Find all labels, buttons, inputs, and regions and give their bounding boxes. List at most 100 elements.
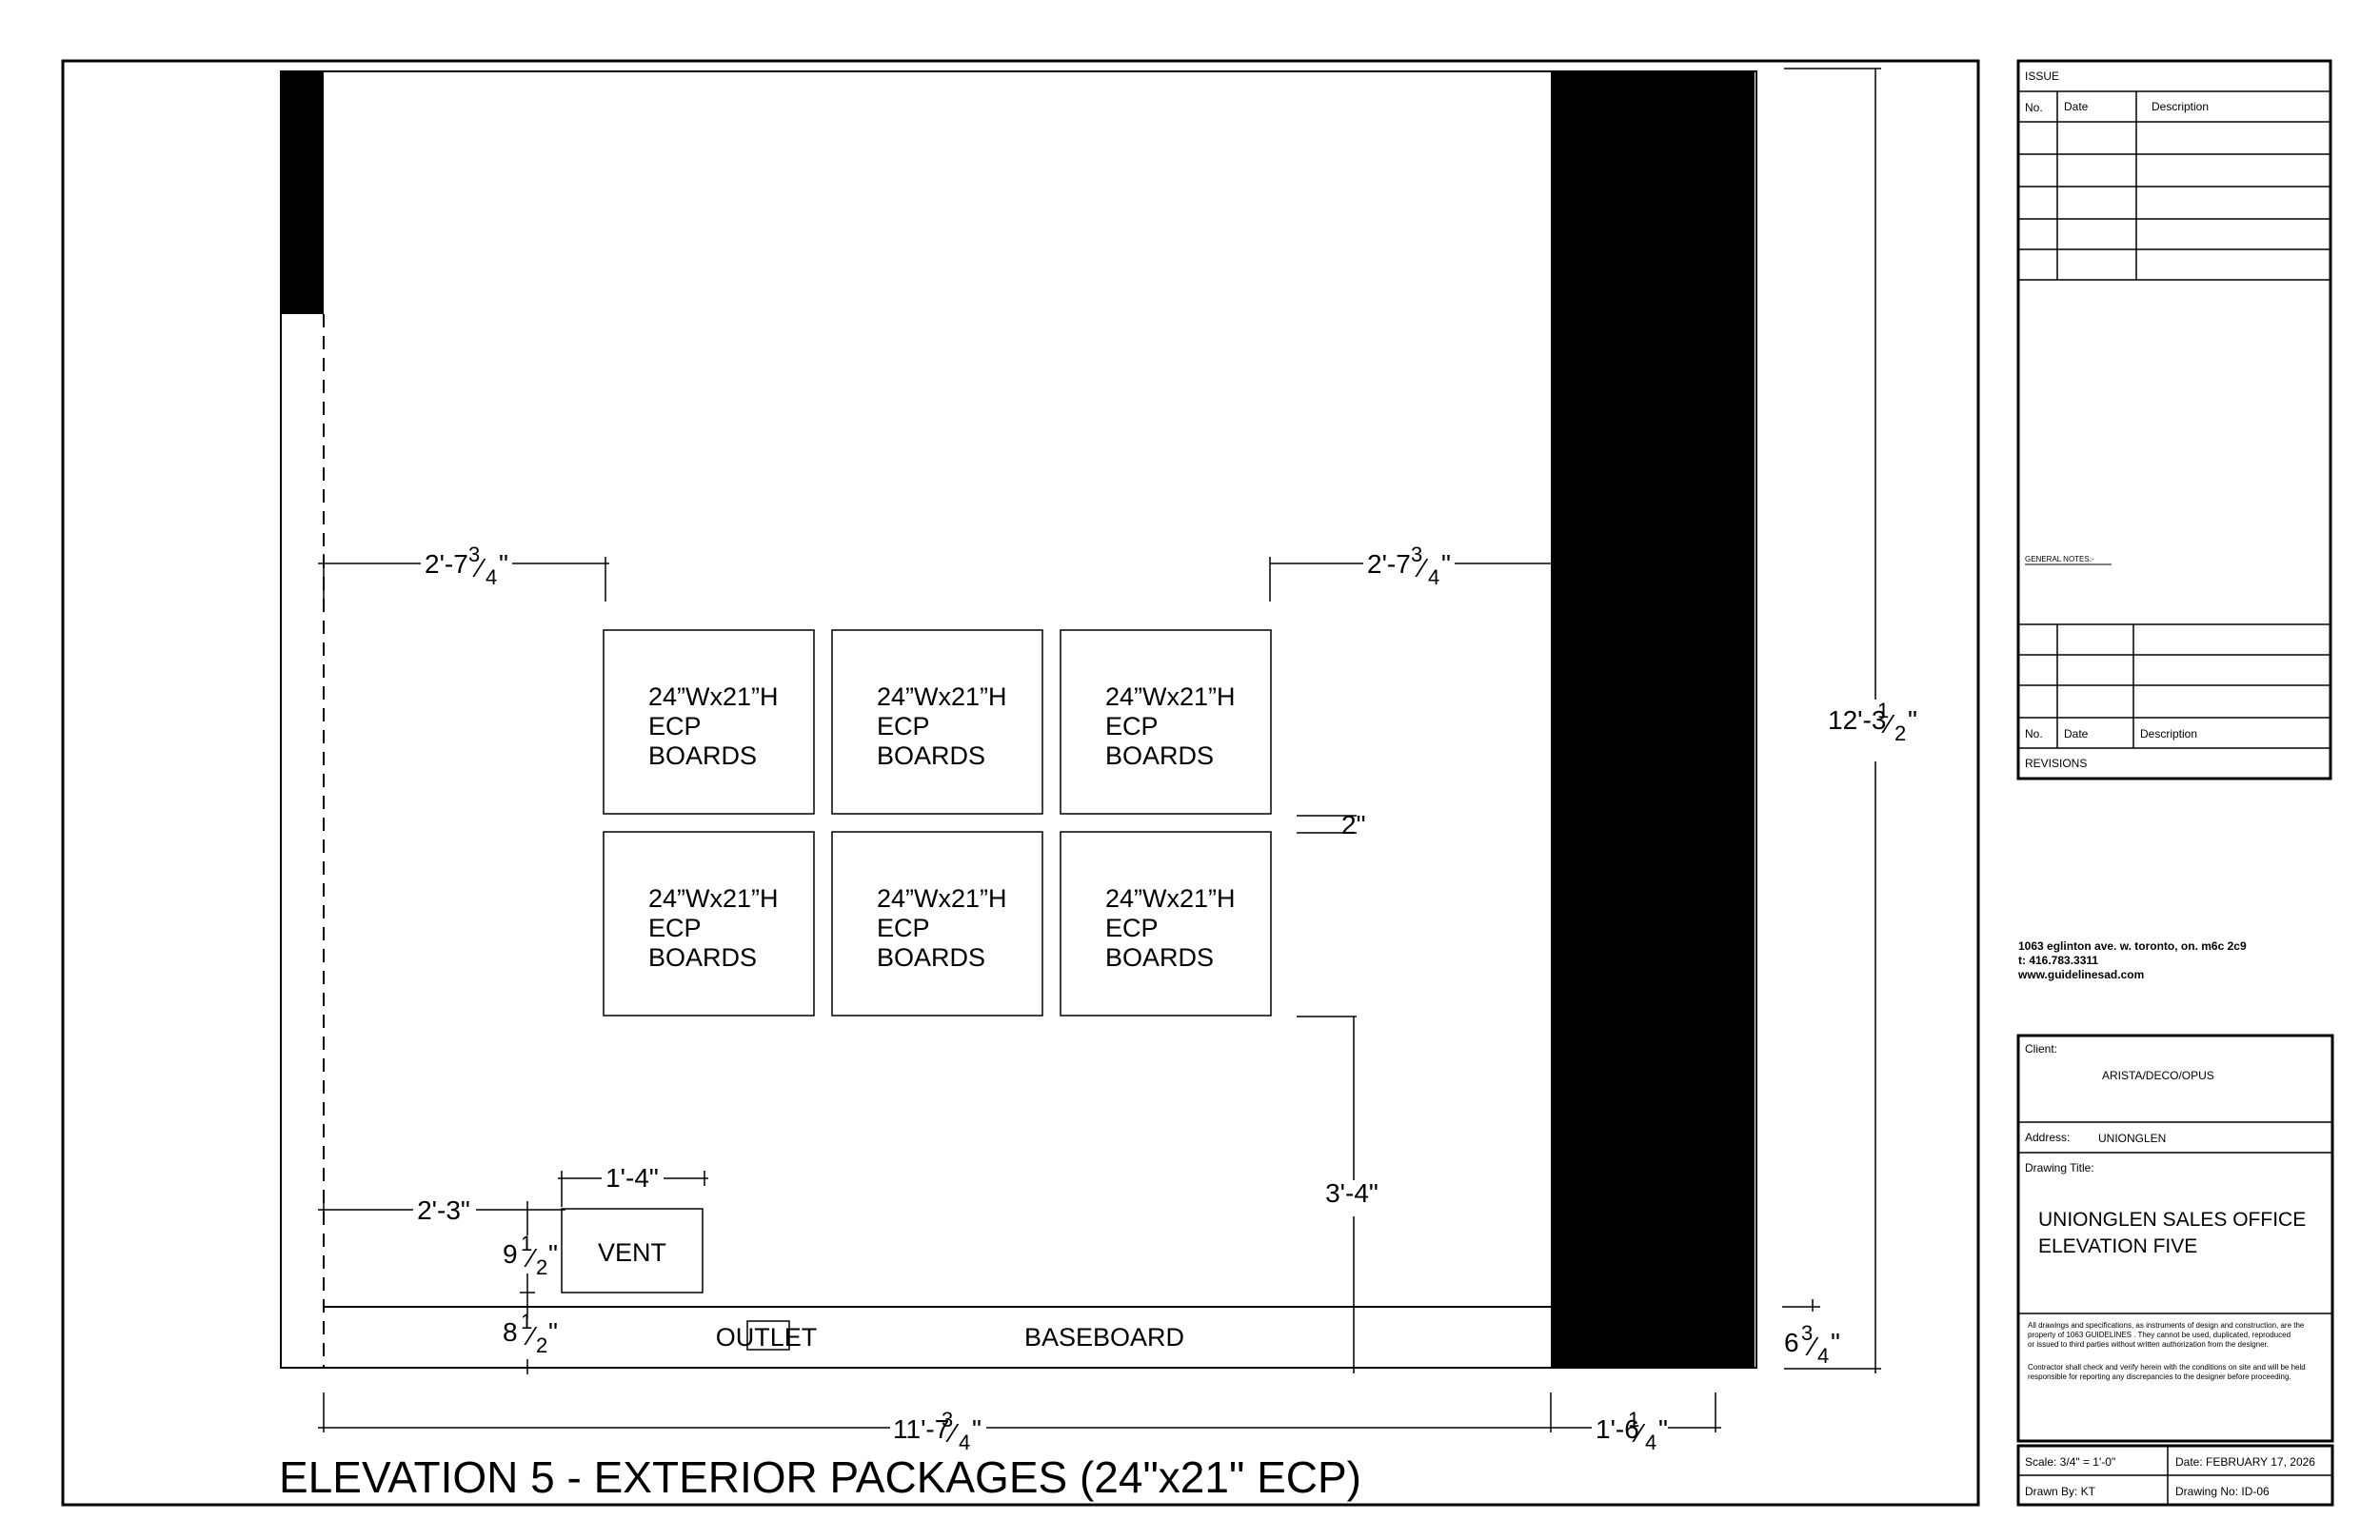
- scale-grid: [2018, 1446, 2332, 1505]
- dim-total-height-num: 1: [1877, 699, 1889, 722]
- disclaimer-line-3: or issued to third parties without writt…: [2028, 1340, 2269, 1349]
- date-value: Date: FEBRUARY 17, 2026: [2175, 1455, 2315, 1469]
- drawing-title-line-1: UNIONGLEN SALES OFFICE: [2038, 1209, 2306, 1231]
- dim-vent-offset: 2'-3": [417, 1195, 470, 1225]
- ecp-board-2: [831, 629, 1043, 815]
- revision-col-no: No.: [2025, 727, 2043, 740]
- dim-column-width-den: 4: [1645, 1431, 1656, 1454]
- board-2-size: 24”Wx21”H: [877, 682, 1007, 711]
- board-1-size: 24”Wx21”H: [648, 682, 779, 711]
- right-column: [1551, 71, 1755, 1368]
- vent-box: [561, 1208, 704, 1293]
- dim-total-width-num: 3: [942, 1408, 953, 1431]
- address-label: Address:: [2025, 1131, 2070, 1144]
- address-value: UNIONGLEN: [2098, 1132, 2166, 1145]
- board-3-type: ECP: [1105, 712, 1159, 740]
- dim-left-offset: 2'-7: [425, 549, 468, 579]
- ecp-board-5: [831, 831, 1043, 1017]
- dim-column-width-num: 1: [1628, 1408, 1639, 1431]
- office-address: 1063 eglinton ave. w. toronto, on. m6c 2…: [2018, 939, 2247, 953]
- board-2-type: ECP: [877, 712, 930, 740]
- disclaimer-line-4: Contractor shall check and verify herein…: [2028, 1363, 2306, 1372]
- issue-col-date: Date: [2064, 100, 2089, 113]
- dimension-lines: [318, 68, 1881, 1432]
- project-grid: [2018, 1121, 2332, 1314]
- dim-height-from-floor: 3'-4": [1325, 1178, 1378, 1208]
- dim-total-width-den: 4: [959, 1431, 970, 1454]
- ecp-board-3: [1060, 629, 1272, 815]
- project-panel: [2016, 1034, 2334, 1443]
- baseboard-label: BASEBOARD: [1024, 1323, 1184, 1352]
- dim-column-base-num: 3: [1801, 1321, 1813, 1345]
- dim-vent-height-den: 2: [536, 1255, 547, 1279]
- dim-total-width: 11'-7: [893, 1414, 949, 1444]
- client-value: ARISTA/DECO/OPUS: [2102, 1069, 2214, 1082]
- issue-panel: [2016, 59, 2332, 780]
- drawn-by-value: Drawn By: KT: [2025, 1485, 2096, 1498]
- revision-col-description: Description: [2140, 727, 2197, 740]
- board-4-size: 24”Wx21”H: [648, 884, 779, 913]
- dim-column-base-inch: ": [1831, 1328, 1840, 1357]
- board-3-kind: BOARDS: [1105, 741, 1214, 770]
- dim-total-height-inch: ": [1908, 705, 1917, 735]
- board-3-size: 24”Wx21”H: [1105, 682, 1236, 711]
- dim-baseboard-height-inch: ": [548, 1317, 558, 1347]
- dim-column-base-den: 4: [1817, 1344, 1829, 1368]
- dim-column-width: 1'-6: [1596, 1414, 1639, 1444]
- dim-right-offset-inch: ": [1441, 549, 1451, 579]
- dim-left-offset-inch: ": [499, 549, 508, 579]
- office-phone: t: 416.783.3311: [2018, 954, 2098, 967]
- revision-col-date: Date: [2064, 727, 2089, 740]
- dim-baseboard-height-num: 1: [521, 1310, 532, 1333]
- general-notes-label: GENERAL NOTES:-: [2025, 555, 2094, 563]
- scale-value: Scale: 3/4" = 1'-0": [2025, 1455, 2115, 1469]
- board-2-kind: BOARDS: [877, 741, 985, 770]
- dim-column-base: 6: [1784, 1328, 1799, 1357]
- dim-column-width-inch: ": [1658, 1414, 1668, 1444]
- ecp-board-6: [1060, 831, 1272, 1017]
- drawing-title: ELEVATION 5 - EXTERIOR PACKAGES (24"x21"…: [279, 1452, 1361, 1502]
- wall-outline: [280, 70, 1757, 1369]
- dim-total-height-den: 2: [1894, 721, 1906, 745]
- dim-total-height: 12'-3: [1828, 705, 1886, 735]
- dim-left-offset-den: 4: [486, 565, 497, 589]
- ecp-board-grid: 24”Wx21”H ECP BOARDS 24”Wx21”H ECP BOARD…: [603, 629, 1272, 1017]
- dim-right-offset: 2'-7: [1367, 549, 1411, 579]
- dim-vent-height-num: 1: [521, 1232, 532, 1255]
- drawing-title-label: Drawing Title:: [2025, 1161, 2094, 1175]
- board-1-type: ECP: [648, 712, 702, 740]
- revisions-label: REVISIONS: [2025, 757, 2087, 770]
- left-column: [281, 71, 324, 314]
- issue-header: ISSUE: [2025, 69, 2059, 83]
- dim-left-offset-num: 3: [468, 543, 480, 566]
- board-1-kind: BOARDS: [648, 741, 757, 770]
- board-5-size: 24”Wx21”H: [877, 884, 1007, 913]
- disclaimer-line-1: All drawings and specifications, as inst…: [2028, 1321, 2305, 1330]
- vent-label: VENT: [598, 1238, 666, 1267]
- disclaimer-line-2: property of 1063 GUIDELINES . They canno…: [2028, 1331, 2291, 1339]
- office-website: www.guidelinesad.com: [2017, 968, 2144, 981]
- dim-baseboard-height: 8: [503, 1317, 518, 1347]
- drawing-title-line-2: ELEVATION FIVE: [2038, 1235, 2197, 1257]
- dim-vent-height-inch: ": [548, 1239, 558, 1269]
- issue-col-description: Description: [2152, 100, 2209, 113]
- board-6-size: 24”Wx21”H: [1105, 884, 1236, 913]
- board-4-kind: BOARDS: [648, 943, 757, 972]
- board-5-kind: BOARDS: [877, 943, 985, 972]
- dim-vent-height: 9: [503, 1239, 518, 1269]
- issue-col-no: No.: [2025, 101, 2043, 114]
- outlet-symbol: [746, 1320, 790, 1351]
- dim-board-gap: 2": [1341, 810, 1366, 839]
- issue-grid: [2018, 90, 2330, 749]
- board-4-type: ECP: [648, 914, 702, 942]
- dim-total-width-inch: ": [972, 1414, 982, 1444]
- ecp-board-1: [603, 629, 815, 815]
- dim-right-offset-num: 3: [1411, 543, 1422, 566]
- board-5-type: ECP: [877, 914, 930, 942]
- outlet-label: OUTLET: [716, 1323, 818, 1352]
- client-label: Client:: [2025, 1042, 2057, 1056]
- dim-vent-width: 1'-4": [605, 1163, 659, 1193]
- board-6-kind: BOARDS: [1105, 943, 1214, 972]
- board-6-type: ECP: [1105, 914, 1159, 942]
